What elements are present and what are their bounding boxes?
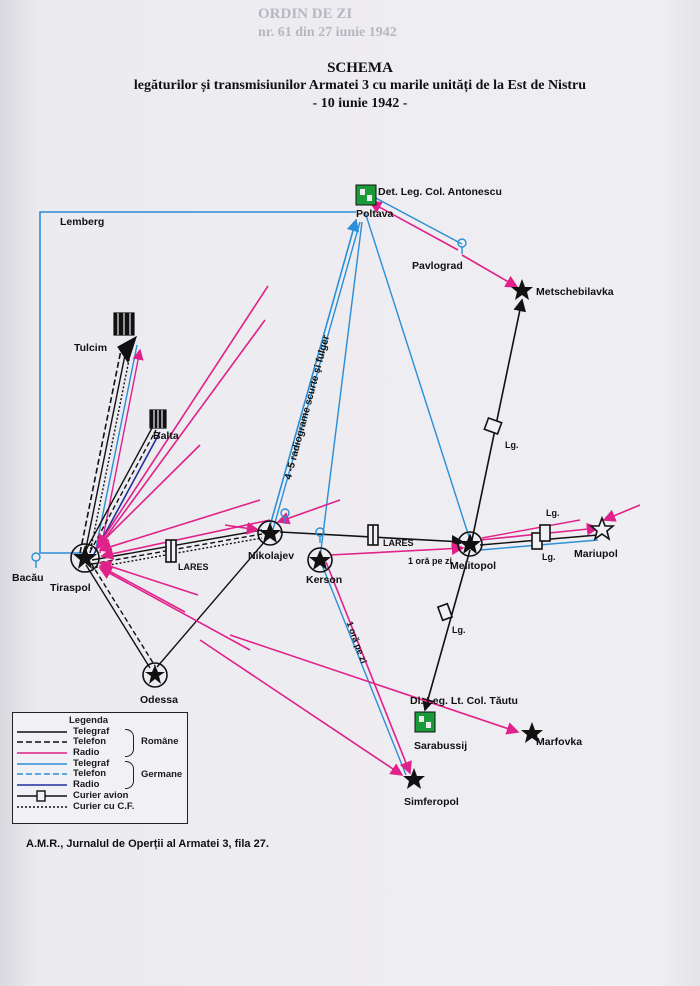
legend-telegraf-ro: Telegraf	[73, 726, 110, 737]
poltava-hq-icon	[355, 184, 377, 206]
legend-curier-cf: Curier cu C.F.	[73, 801, 135, 812]
nikolajev-radio-icon	[280, 508, 290, 524]
marfovka-star	[521, 722, 543, 743]
legend-group-de: Germane	[141, 769, 183, 780]
pavlograd-radio-icon	[457, 238, 467, 254]
courier-icon-nikolajev-melitopol	[367, 524, 379, 546]
courier-icon-tiraspol-nikolajev	[165, 539, 177, 563]
legend-brace-ro	[125, 729, 134, 757]
label-lg-4: Lg.	[452, 625, 466, 635]
label-lares-2: LARES	[383, 538, 414, 548]
legend-swatches	[17, 731, 67, 808]
label-mariupol: Mariupol	[574, 548, 618, 560]
label-nikolajev: Nikolajev	[248, 550, 295, 562]
source-caption: A.M.R., Jurnalul de Operții al Armatei 3…	[26, 838, 269, 850]
simferopol-star	[403, 768, 425, 789]
legend-radio-de: Radio	[73, 779, 100, 790]
label-lg-2: Lg.	[546, 508, 560, 518]
legend-radio-ro: Radio	[73, 747, 100, 758]
label-lg-1: Lg.	[505, 440, 519, 450]
courier-icon-melitopol-mariupol-2	[539, 524, 551, 542]
courier-icon-melitopol-sarabussij	[436, 602, 454, 622]
label-simferopol: Simferopol	[404, 796, 459, 808]
label-tiraspol: Tiraspol	[50, 582, 91, 594]
schema-date: - 10 iunie 1942 -	[312, 96, 408, 111]
legend-telefon-ro: Telefon	[73, 736, 107, 747]
kerson-radio-icon	[315, 527, 325, 543]
sarabussij-hq-icon	[414, 711, 436, 733]
legend-brace-de	[125, 761, 134, 789]
legend-curier-avion: Curier avion	[73, 790, 129, 801]
legend-group-ro: Române	[141, 736, 179, 747]
tiraspol-star	[73, 545, 97, 569]
balta-station-icon	[149, 409, 167, 429]
label-kerson: Kerson	[306, 574, 343, 586]
label-sarabussij: Sarabussij	[414, 740, 468, 752]
label-ora-1: 1 oră pe zi	[408, 556, 453, 566]
label-tulcin: Tulcim	[74, 342, 108, 354]
legend-telegraf-de: Telegraf	[73, 758, 110, 769]
schema-title: SCHEMA	[327, 60, 393, 76]
label-det-leg: Det. Leg. Col. Antonescu	[378, 186, 502, 198]
label-lg-3: Lg.	[542, 552, 556, 562]
label-odessa: Odessa	[140, 694, 178, 706]
metschebilavka-star	[511, 279, 533, 300]
label-pavlograd: Pavlograd	[412, 260, 463, 272]
legend-title: Legenda	[69, 715, 109, 726]
label-lemberg: Lemberg	[60, 216, 105, 228]
schema-subtitle: legăturilor și transmisiunilor Armatei 3…	[133, 78, 587, 93]
label-marfovka: Marfovka	[536, 736, 583, 748]
label-metschebilavka: Metschebilavka	[536, 286, 614, 298]
kerson-star	[309, 550, 331, 570]
courier-icon-melitopol-metschebilavka	[483, 416, 503, 436]
nikolajev-star	[259, 522, 281, 543]
melitopol-star	[459, 533, 481, 554]
tulcin-station-icon	[113, 312, 138, 364]
label-poltava: Poltava	[356, 208, 394, 220]
lemberg-telegraph-line	[39, 211, 356, 554]
label-melitopol: Melitopol	[450, 560, 497, 572]
label-lares-1: LARES	[178, 562, 209, 572]
label-dl-leg: Dl. Leg. Lt. Col. Tăutu	[410, 695, 518, 707]
label-bacau: Bacău	[12, 572, 44, 584]
label-balta: Balta	[153, 430, 179, 442]
legend-box: Legenda Telegraf Telefon Radio Române Te…	[12, 712, 188, 824]
mariupol-star	[588, 515, 616, 541]
odessa-star	[145, 665, 165, 684]
bacau-radio-icon	[31, 552, 41, 568]
legend-telefon-de: Telefon	[73, 768, 107, 779]
